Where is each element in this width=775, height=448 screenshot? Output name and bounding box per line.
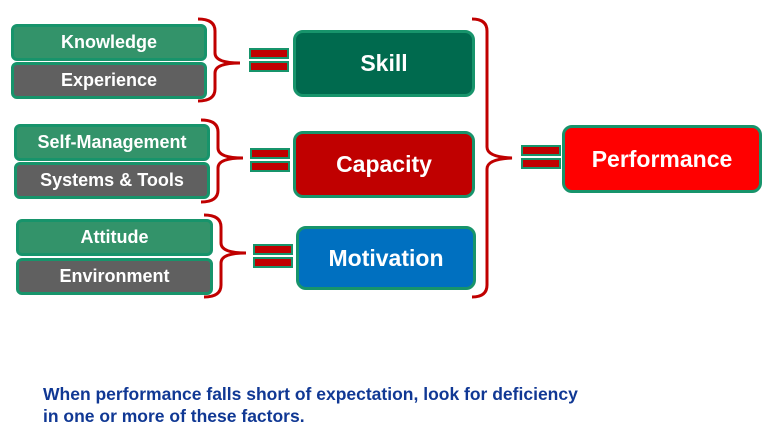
result-motivation: Motivation xyxy=(296,226,476,290)
equals-icon xyxy=(249,48,289,72)
caption-line-2: in one or more of these factors. xyxy=(43,406,305,426)
caption: When performance falls short of expectat… xyxy=(43,383,578,427)
bracket-skill xyxy=(197,17,241,103)
result-skill: Skill xyxy=(293,30,475,97)
bracket-performance xyxy=(471,17,513,299)
bracket-motivation xyxy=(203,213,247,299)
equals-icon xyxy=(521,145,561,169)
factor-experience: Experience xyxy=(11,62,207,99)
factor-systems-tools: Systems & Tools xyxy=(14,162,210,199)
equals-icon xyxy=(250,148,290,172)
outcome-performance: Performance xyxy=(562,125,762,193)
bracket-capacity xyxy=(200,118,244,204)
factor-attitude: Attitude xyxy=(16,219,213,256)
factor-knowledge: Knowledge xyxy=(11,24,207,61)
factor-environment: Environment xyxy=(16,258,213,295)
equals-icon xyxy=(253,244,293,268)
result-capacity: Capacity xyxy=(293,131,475,198)
factor-self-management: Self-Management xyxy=(14,124,210,161)
caption-line-1: When performance falls short of expectat… xyxy=(43,384,578,404)
